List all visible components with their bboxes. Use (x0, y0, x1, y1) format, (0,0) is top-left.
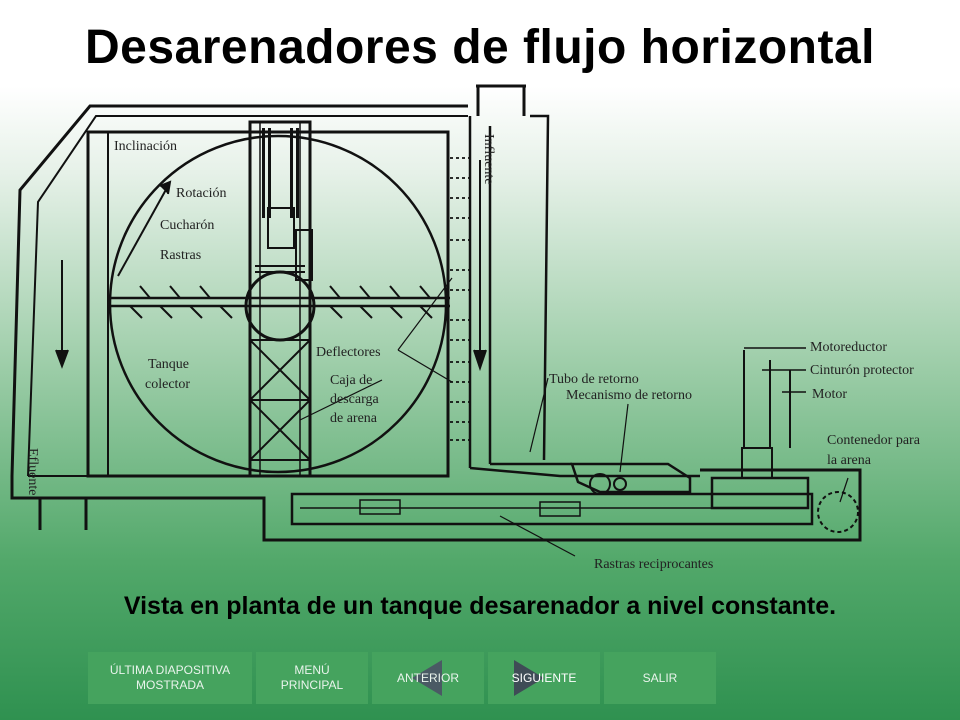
next-button[interactable]: SIGUIENTE (488, 652, 600, 704)
label-mecanismo-retorno: Mecanismo de retorno (566, 388, 692, 403)
arrow-right-icon (514, 660, 544, 696)
previous-button[interactable]: ANTERIOR (372, 652, 484, 704)
label-tubo-retorno: Tubo de retorno (549, 372, 639, 387)
last-slide-label-1: ÚLTIMA DIAPOSITIVA (109, 663, 231, 677)
label-tanque: Tanque (148, 357, 190, 372)
label-rastras-reciprocantes: Rastras reciprocantes (594, 557, 714, 572)
previous-label: ANTERIOR (396, 670, 459, 685)
label-caja-1: Caja de (330, 373, 373, 388)
label-colector: colector (145, 377, 191, 392)
label-contenedor-2: la arena (827, 453, 871, 468)
label-motoreductor: Motoreductor (810, 340, 887, 355)
caption: Vista en planta de un tanque desarenador… (123, 592, 837, 620)
label-cucharon: Cucharón (160, 218, 215, 233)
main-menu-label-2: PRINCIPAL (280, 678, 344, 692)
diagram-drawing (10, 84, 862, 557)
label-contenedor-1: Contenedor para (827, 433, 920, 448)
grit-chamber-diagram: Inclinación Rotación Cucharón Rastras Ta… (0, 80, 960, 590)
label-cinturon: Cinturón protector (810, 363, 914, 378)
last-slide-label-2: MOSTRADA (135, 678, 204, 692)
label-caja-3: de arena (330, 411, 378, 426)
main-menu-label-1: MENÚ (294, 663, 330, 677)
label-influente: Influente (481, 134, 496, 185)
exit-label: SALIR (642, 670, 678, 685)
arrow-left-icon (412, 660, 442, 696)
next-label: SIGUIENTE (511, 670, 577, 685)
label-motor: Motor (812, 387, 847, 402)
label-efluente: Efluente (25, 448, 40, 496)
label-caja-2: descarga (330, 392, 379, 407)
label-deflectores: Deflectores (316, 345, 381, 360)
page-title: Desarenadores de flujo horizontal (85, 21, 875, 74)
label-rastras: Rastras (160, 248, 202, 263)
label-inclinacion: Inclinación (114, 139, 177, 154)
label-rotacion: Rotación (176, 186, 227, 201)
exit-button[interactable]: SALIR (604, 652, 716, 704)
